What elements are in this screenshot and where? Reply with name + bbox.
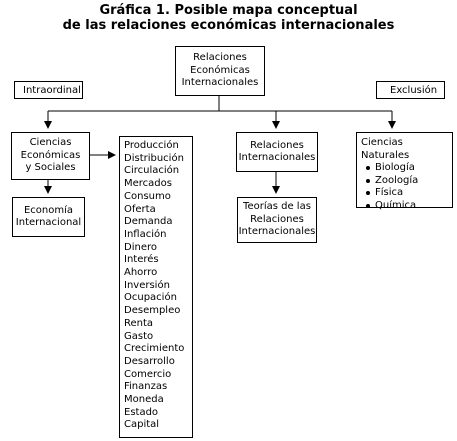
relaciones-economicas-internacionales-box: Relaciones Económicas Internacionales [175, 46, 265, 96]
teorias-relaciones-internacionales-box: Teorías de las Relaciones Internacionale… [237, 197, 317, 243]
economia-box-line-1: Economía [23, 204, 74, 216]
ciencias-economicas-sociales-box: Ciencias Económicas y Sociales [11, 132, 90, 180]
concept-item: Interés [124, 254, 159, 266]
naturales-item: Física [366, 187, 448, 200]
concept-item: Oferta [124, 203, 156, 215]
ciencias-box-line-2: Económicas [20, 149, 81, 161]
concept-item: Desarrollo [124, 355, 175, 367]
naturales-item: Zoología [366, 175, 448, 188]
concept-item: Inflación [124, 228, 167, 240]
intraordinal-label-box: Intraordinal [14, 81, 83, 99]
economia-internacional-box: Economía Internacional [12, 197, 85, 237]
top-box-line-3: Internacionales [181, 77, 259, 89]
concept-item: Renta [124, 317, 154, 329]
concept-item: Demanda [124, 216, 173, 228]
economia-box-line-2: Internacional [15, 217, 82, 228]
concept-item: Circulación [124, 165, 180, 177]
naturales-heading: Ciencias Naturales [361, 137, 410, 161]
relaciones-internacionales-box: Relaciones Internacionales [236, 132, 318, 172]
concept-item: Moneda [124, 394, 164, 406]
concept-item: Consumo [124, 190, 171, 202]
concept-item: Producción [124, 140, 179, 151]
concept-item: Finanzas [124, 381, 168, 393]
figure-title-line-1: Gráfica 1. Posible mapa conceptual [99, 3, 358, 18]
figure-title-line-2: de las relaciones económicas internacion… [62, 18, 395, 33]
top-box-line-2: Económicas [190, 64, 250, 76]
concept-item: Ocupación [124, 292, 177, 304]
naturales-item: Biología [366, 162, 448, 175]
ciencias-box-line-3: y Sociales [25, 162, 76, 174]
concept-item: Ahorro [124, 267, 158, 279]
teorias-box-line-2: Relaciones [250, 213, 304, 225]
relaciones-box-line-1: Relaciones [250, 139, 304, 151]
naturales-item: Química [366, 200, 448, 213]
concept-item: Mercados [124, 178, 172, 190]
top-box-line-1: Relaciones [193, 52, 247, 64]
intraordinal-label: Intraordinal [23, 85, 81, 96]
relaciones-box-line-2: Internacionales [238, 152, 316, 163]
concept-item: Inversión [124, 279, 170, 291]
teorias-box-line-3: Internacionales [238, 226, 316, 238]
concept-item: Comercio [124, 368, 172, 380]
exclusion-label: Exclusión [390, 85, 438, 96]
teorias-box-line-1: Teorías de las [243, 201, 311, 213]
concept-item: Distribución [124, 152, 184, 164]
concept-item: Desempleo [124, 305, 181, 317]
concept-item: Dinero [124, 241, 157, 253]
exclusion-label-box: Exclusión [376, 81, 445, 99]
concept-item: Capital [124, 419, 160, 431]
concept-item: Estado [124, 406, 159, 418]
figure-title: Gráfica 1. Posible mapa conceptual de la… [0, 3, 457, 33]
concept-item: Gasto [124, 330, 154, 342]
concept-item: Crecimiento [124, 343, 185, 355]
ciencias-box-line-1: Ciencias [29, 137, 72, 149]
